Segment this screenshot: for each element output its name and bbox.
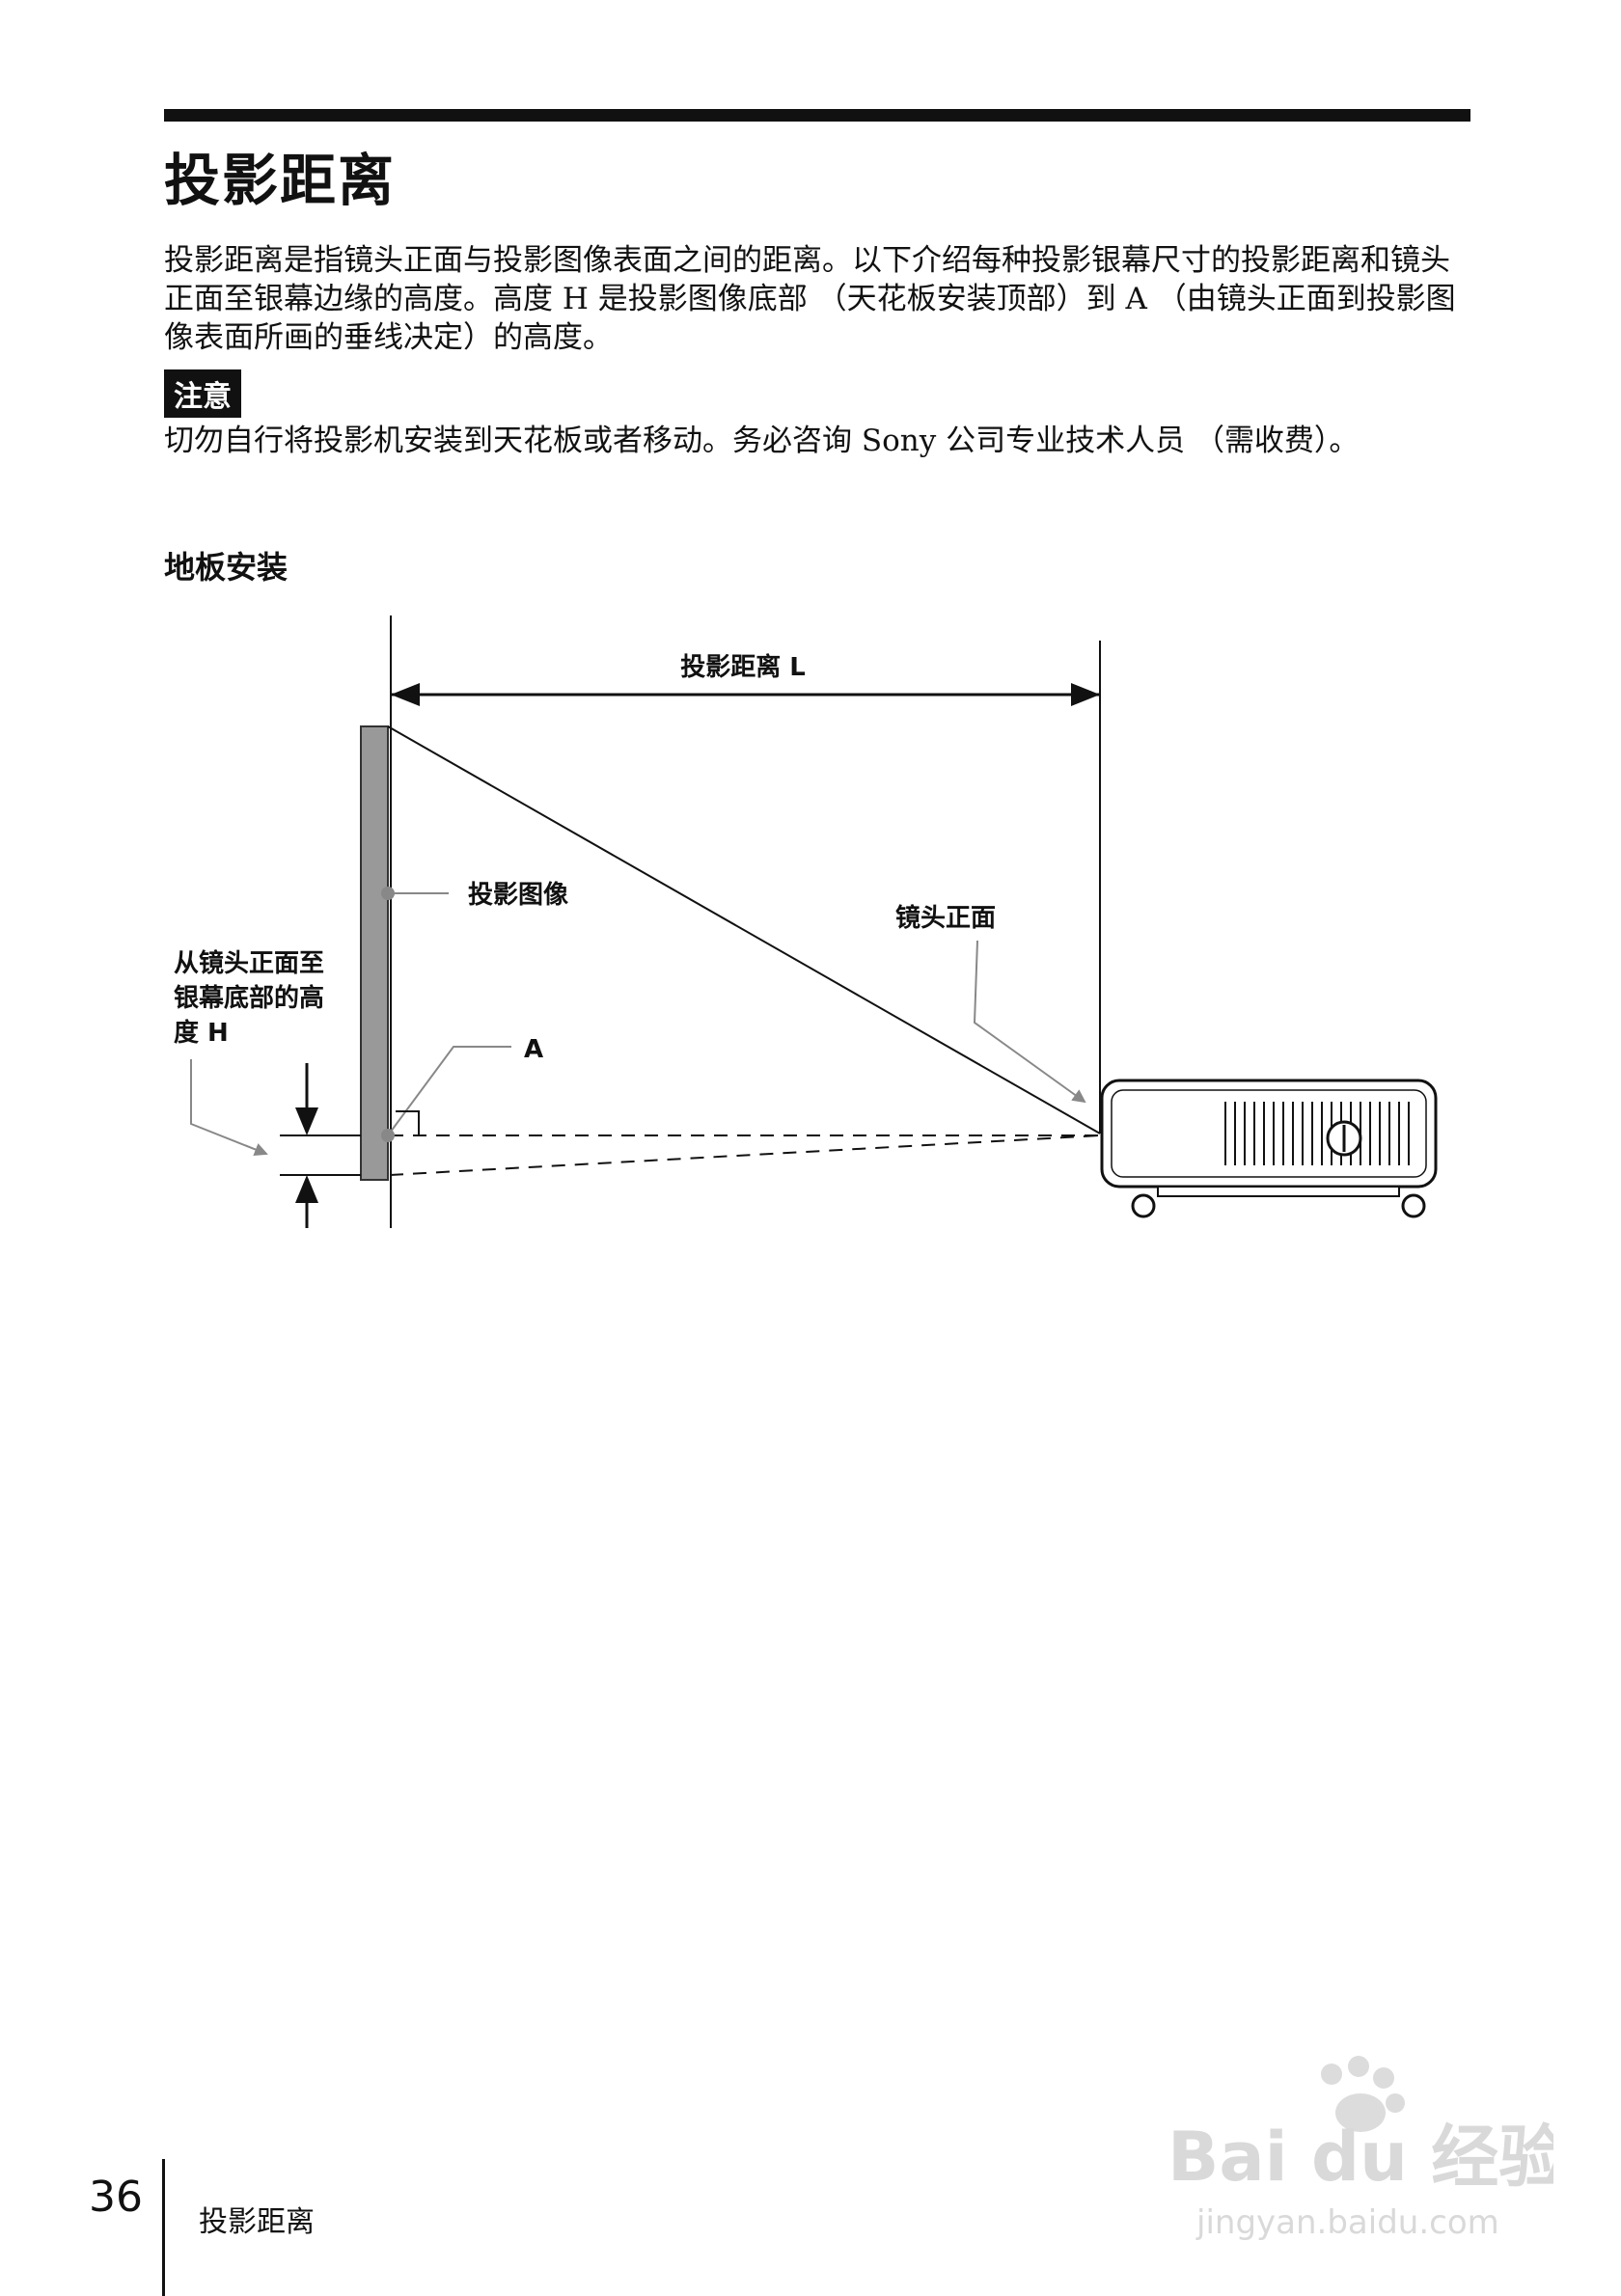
height-label-line-1: 从镜头正面至 bbox=[174, 948, 324, 978]
watermark-line-1: Bai du 经验 bbox=[1168, 2118, 1553, 2197]
height-label-line-3: 度 H bbox=[174, 1018, 229, 1048]
height-label-line-2: 银幕底部的高 bbox=[174, 983, 324, 1013]
image-label: 投影图像 bbox=[468, 881, 569, 910]
lens-label: 镜头正面 bbox=[895, 903, 996, 933]
footer-rule bbox=[162, 2159, 165, 2296]
beam-top bbox=[387, 725, 1101, 1134]
beam-bottom-dashed bbox=[389, 1134, 1101, 1176]
distance-arrow-left-head bbox=[391, 683, 420, 706]
footer-section-label: 投影距离 bbox=[199, 2205, 315, 2239]
projection-screen bbox=[360, 725, 389, 1181]
section-heading-floor-install: 地板安装 bbox=[164, 549, 288, 586]
page-title: 投影距离 bbox=[164, 148, 397, 213]
paw-icon bbox=[1321, 2056, 1405, 2132]
intro-paragraph: 投影距离是指镜头正面与投影图像表面之间的距离。以下介绍每种投影银幕尺寸的投影距离… bbox=[164, 243, 1456, 355]
note-paragraph: 切勿自行将投影机安装到天花板或者移动。务必咨询 Sony 公司专业技术人员 （需… bbox=[164, 424, 1360, 458]
top-rule bbox=[164, 109, 1470, 122]
distance-arrow-right-head bbox=[1071, 683, 1100, 706]
watermark-line-2: jingyan.baidu.com bbox=[1195, 2203, 1499, 2242]
note-badge: 注意 bbox=[164, 369, 241, 418]
projector-icon bbox=[1100, 1079, 1438, 1218]
projection-distance-diagram: 投影距离 L 投影图像 A 镜头正面 从镜头正面至 银幕底部的高 度 H bbox=[174, 615, 1438, 1228]
point-a-label: A bbox=[524, 1035, 543, 1064]
page-number: 36 bbox=[89, 2173, 143, 2222]
distance-label: 投影距离 L bbox=[680, 652, 806, 682]
baidu-jingyan-watermark: Bai du 经验 jingyan.baidu.com bbox=[1168, 2056, 1553, 2242]
